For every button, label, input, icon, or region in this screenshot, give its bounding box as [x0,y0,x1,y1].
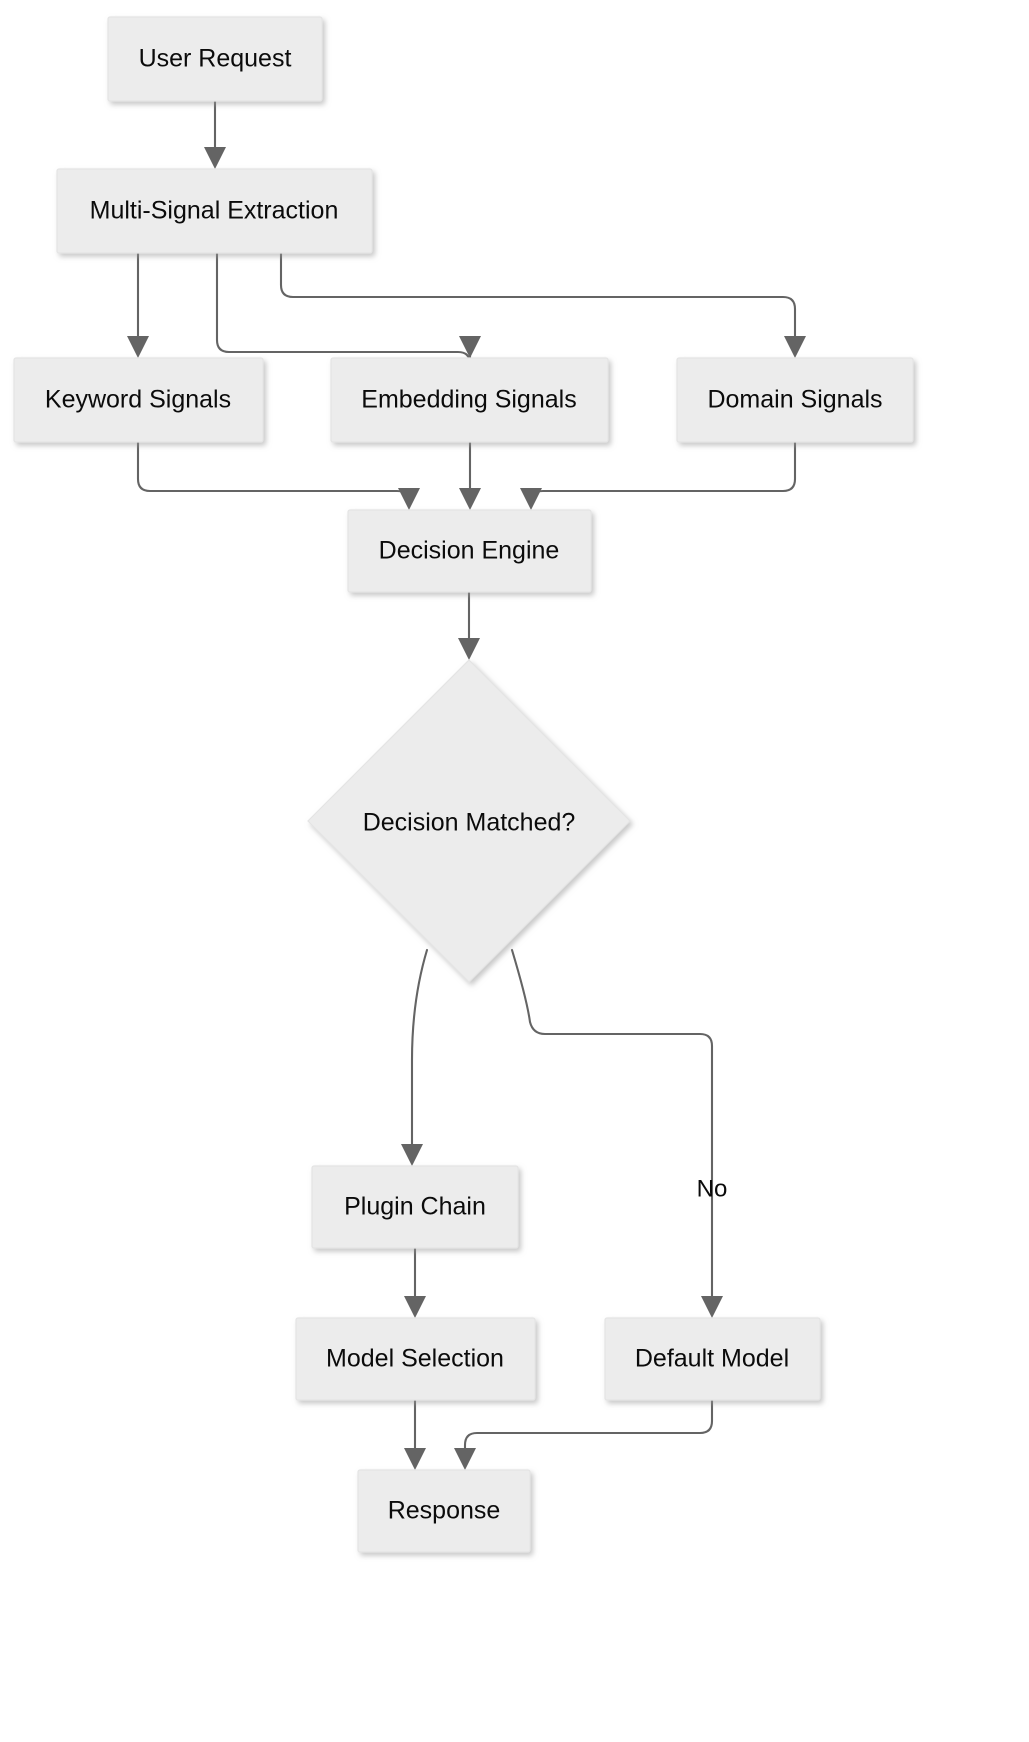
node-label-domain-signals: Domain Signals [707,386,882,414]
edge-multi-signal-to-embedding-signals [215,251,481,366]
node-label-keyword-signals: Keyword Signals [45,386,231,414]
node-plugin-chain[interactable]: Plugin Chain [311,1165,519,1249]
edge-domain-signals-to-decision-engine [520,440,797,510]
node-shape-response[interactable] [357,1469,531,1553]
edge-multi-signal-to-keyword-signals [127,251,149,358]
node-label-user-request: User Request [139,45,292,73]
node-model-selection[interactable]: Model Selection [295,1317,536,1401]
node-shape-plugin-chain[interactable] [311,1165,519,1249]
node-decision-matched[interactable]: Decision Matched? [307,659,631,983]
node-user-request[interactable]: User Request [107,16,323,102]
edge-decision-engine-to-decision-matched [458,590,480,660]
node-shape-keyword-signals[interactable] [13,357,264,443]
node-embedding-signals[interactable]: Embedding Signals [330,357,609,443]
node-layer: User Request Multi-Signal Extraction Key… [13,16,914,1553]
node-shape-user-request[interactable] [107,16,323,102]
node-shape-domain-signals[interactable] [676,357,914,443]
node-decision-engine[interactable]: Decision Engine [347,509,592,593]
edge-model-selection-to-response [404,1398,426,1470]
edge-plugin-chain-to-model-selection [404,1246,426,1318]
node-response[interactable]: Response [357,1469,531,1553]
edge-embedding-signals-to-decision-engine [459,440,481,510]
node-shape-embedding-signals[interactable] [330,357,609,443]
node-default-model[interactable]: Default Model [604,1317,821,1401]
node-shape-decision-engine[interactable] [347,509,592,593]
node-domain-signals[interactable]: Domain Signals [676,357,914,443]
edge-decision-matched-to-default-model: No [510,948,728,1318]
node-shape-default-model[interactable] [604,1317,821,1401]
edge-default-model-to-response [454,1398,714,1470]
node-label-plugin-chain: Plugin Chain [344,1193,486,1221]
edge-label-no: No [697,1175,728,1202]
node-label-embedding-signals: Embedding Signals [361,386,576,414]
edge-decision-matched-to-plugin-chain: Yes [395,948,435,1202]
node-label-model-selection: Model Selection [326,1345,504,1373]
edge-keyword-signals-to-decision-engine [136,440,420,510]
node-label-response: Response [388,1497,501,1525]
node-label-decision-engine: Decision Engine [379,537,560,565]
node-label-decision-matched: Decision Matched? [363,809,576,837]
node-shape-decision-matched[interactable] [307,659,631,983]
edge-user-request-to-multi-signal [204,99,226,169]
edge-multi-signal-to-domain-signals [279,251,806,358]
node-label-multi-signal-extraction: Multi-Signal Extraction [90,197,339,225]
edge-layer: Yes No [127,99,806,1470]
node-keyword-signals[interactable]: Keyword Signals [13,357,264,443]
node-shape-model-selection[interactable] [295,1317,536,1401]
node-label-default-model: Default Model [635,1345,789,1373]
node-shape-multi-signal-extraction[interactable] [56,168,373,254]
node-multi-signal-extraction[interactable]: Multi-Signal Extraction [56,168,373,254]
